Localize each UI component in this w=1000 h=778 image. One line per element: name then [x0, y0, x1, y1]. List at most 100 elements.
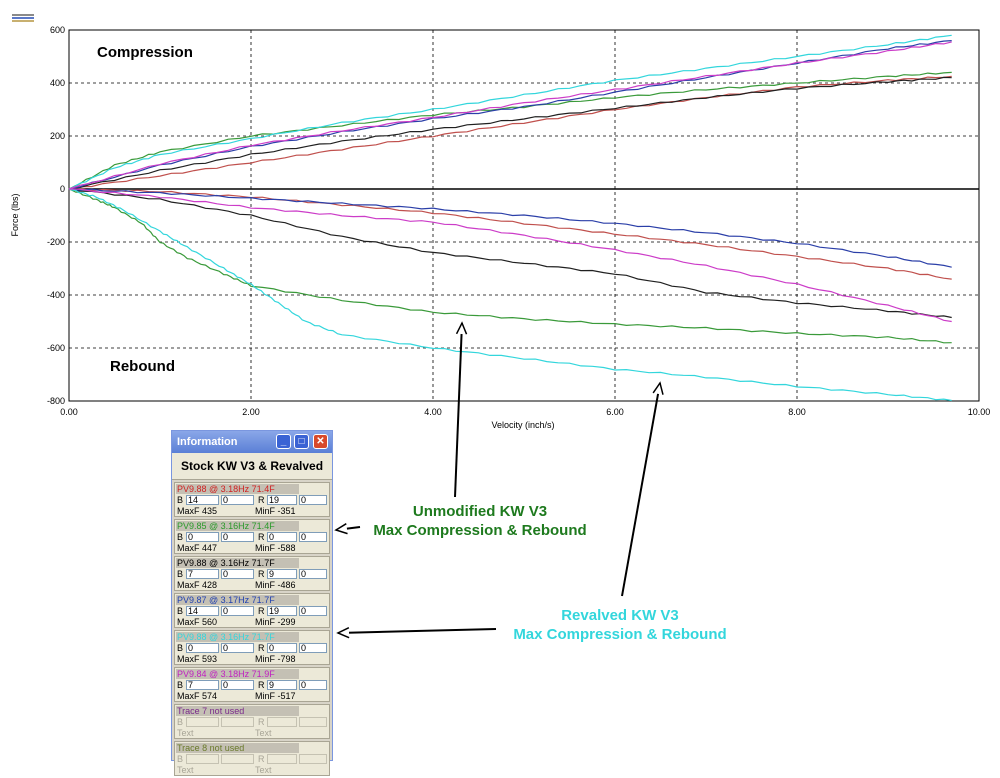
- unmodified-line1: Unmodified KW V3: [412, 503, 548, 520]
- revalved-annotation: Revalved KW V3 Max Compression & Rebound: [490, 606, 750, 644]
- r-value-field[interactable]: 19: [267, 495, 297, 505]
- legend-icon: [12, 14, 34, 26]
- b-extra-field[interactable]: 0: [221, 495, 254, 505]
- information-panel[interactable]: Information _ □ ✕ Stock KW V3 & Revalved…: [171, 430, 333, 776]
- b-extra-field[interactable]: 0: [221, 643, 254, 653]
- trace-name[interactable]: PV9.88 @ 3.18Hz 71.4F: [176, 484, 299, 494]
- trace-name[interactable]: PV9.88 @ 3.16Hz 71.7F: [176, 558, 299, 568]
- r-value-field[interactable]: 0: [267, 532, 297, 542]
- unmodified-annotation: Unmodified KW V3 Max Compression & Rebou…: [346, 502, 614, 540]
- series-line-3-reb: [68, 188, 952, 319]
- r-value-field[interactable]: 9: [267, 569, 297, 579]
- r-extra-field[interactable]: 0: [299, 569, 327, 579]
- unmodified-line2: Max Compression & Rebound: [373, 522, 587, 539]
- min-force: Text: [255, 728, 272, 738]
- r-label: R: [258, 606, 265, 616]
- y-tick-label: 200: [50, 131, 65, 141]
- maximize-icon[interactable]: □: [294, 434, 309, 449]
- minimize-icon[interactable]: _: [276, 434, 291, 449]
- r-value-field[interactable]: [267, 717, 297, 727]
- max-force: MaxF 560: [177, 617, 218, 627]
- max-force: MaxF 574: [177, 691, 218, 701]
- r-extra-field[interactable]: 0: [299, 680, 327, 690]
- min-force: MinF -798: [255, 654, 296, 664]
- b-label: B: [177, 606, 184, 616]
- b-extra-field[interactable]: [221, 717, 254, 727]
- trace-name[interactable]: Trace 8 not used: [176, 743, 299, 753]
- rebound-label: Rebound: [110, 358, 175, 375]
- y-tick-label: -400: [47, 290, 65, 300]
- r-label: R: [258, 680, 265, 690]
- max-force: MaxF 435: [177, 506, 218, 516]
- x-tick-label: 6.00: [606, 407, 624, 417]
- b-label: B: [177, 643, 184, 653]
- series-line-6-reb: [68, 188, 952, 323]
- series-line-5-comp: [68, 34, 952, 190]
- b-label: B: [177, 569, 184, 579]
- trace-name[interactable]: PV9.87 @ 3.17Hz 71.7F: [176, 595, 299, 605]
- b-label: B: [177, 680, 184, 690]
- y-tick-label: -600: [47, 343, 65, 353]
- r-extra-field[interactable]: 0: [299, 643, 327, 653]
- b-label: B: [177, 495, 184, 505]
- trace-name[interactable]: PV9.84 @ 3.18Hz 71.9F: [176, 669, 299, 679]
- trace-name[interactable]: PV9.85 @ 3.16Hz 71.4F: [176, 521, 299, 531]
- series-layer: [68, 34, 952, 402]
- b-value-field[interactable]: 7: [186, 569, 219, 579]
- r-extra-field[interactable]: 0: [299, 495, 327, 505]
- info-heading: Stock KW V3 & Revalved: [172, 453, 332, 480]
- r-extra-field[interactable]: [299, 754, 327, 764]
- r-label: R: [258, 495, 265, 505]
- b-extra-field[interactable]: 0: [221, 569, 254, 579]
- info-titlebar[interactable]: Information _ □ ✕: [172, 431, 332, 453]
- arrow-to-unmodified-curve: [454, 321, 468, 498]
- x-tick-label: 0.00: [60, 407, 78, 417]
- series-line-5-reb: [68, 188, 952, 402]
- r-value-field[interactable]: 19: [267, 606, 297, 616]
- b-value-field[interactable]: [186, 717, 219, 727]
- b-value-field[interactable]: [186, 754, 219, 764]
- trace-name[interactable]: PV9.88 @ 3.16Hz 71.7F: [176, 632, 299, 642]
- r-label: R: [258, 569, 265, 579]
- b-extra-field[interactable]: 0: [221, 532, 254, 542]
- close-icon[interactable]: ✕: [313, 434, 328, 449]
- b-extra-field[interactable]: [221, 754, 254, 764]
- trace-name[interactable]: Trace 7 not used: [176, 706, 299, 716]
- b-value-field[interactable]: 0: [186, 643, 219, 653]
- b-value-field[interactable]: 0: [186, 532, 219, 542]
- b-value-field[interactable]: 14: [186, 606, 219, 616]
- b-label: B: [177, 717, 184, 727]
- r-value-field[interactable]: 9: [267, 680, 297, 690]
- b-extra-field[interactable]: 0: [221, 680, 254, 690]
- x-axis-label: Velocity (inch/s): [491, 420, 554, 430]
- b-value-field[interactable]: 7: [186, 680, 219, 690]
- b-value-field[interactable]: 14: [186, 495, 219, 505]
- r-extra-field[interactable]: [299, 717, 327, 727]
- r-extra-field[interactable]: 0: [299, 532, 327, 542]
- r-value-field[interactable]: 0: [267, 643, 297, 653]
- r-label: R: [258, 717, 265, 727]
- b-extra-field[interactable]: 0: [221, 606, 254, 616]
- x-tick-label: 10.00: [968, 407, 991, 417]
- r-extra-field[interactable]: 0: [299, 606, 327, 616]
- r-value-field[interactable]: [267, 754, 297, 764]
- x-tick-label: 8.00: [788, 407, 806, 417]
